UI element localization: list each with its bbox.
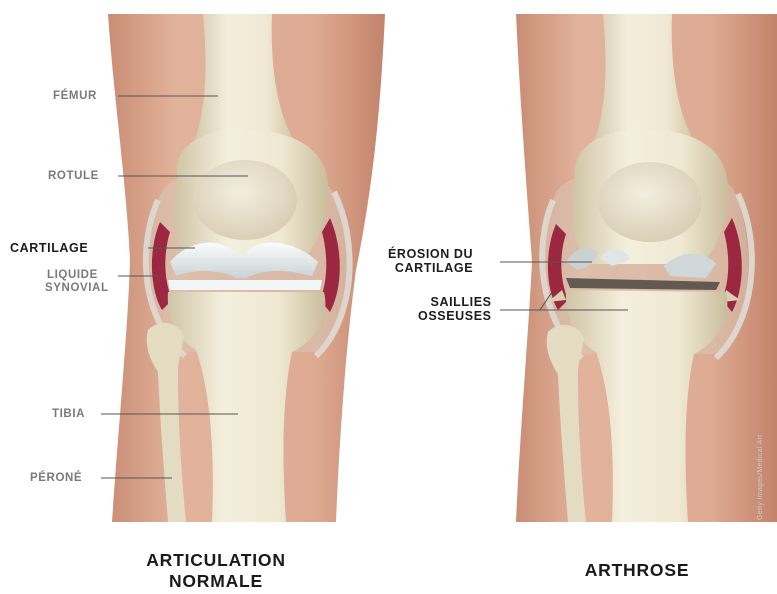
label-liquide-line2: SYNOVIAL	[45, 282, 109, 295]
caption-arthrose: ARTHROSE	[548, 560, 726, 581]
label-cartilage: CARTILAGE	[10, 241, 88, 255]
caption-normal-line2: NORMALE	[118, 571, 314, 592]
label-saillies-line1: SAILLIES	[418, 295, 492, 309]
label-saillies-osseuses: SAILLIES OSSEUSES	[418, 295, 492, 323]
caption-normal: ARTICULATION NORMALE	[118, 550, 314, 592]
label-tibia: TIBIA	[52, 408, 85, 421]
label-femur: FÉMUR	[53, 90, 97, 103]
arthrosis-knee-illustration	[516, 14, 777, 522]
image-credit: Getty Images/Medical Art	[757, 435, 764, 520]
label-rotule: ROTULE	[48, 170, 99, 183]
label-liquide-line1: LIQUIDE	[47, 269, 109, 282]
caption-normal-line1: ARTICULATION	[118, 550, 314, 571]
label-erosion-line2: CARTILAGE	[388, 261, 473, 275]
label-erosion-line1: ÉROSION DU	[388, 247, 473, 261]
label-saillies-line2: OSSEUSES	[418, 309, 492, 323]
label-liquide-synovial: LIQUIDE SYNOVIAL	[47, 269, 109, 295]
label-erosion-cartilage: ÉROSION DU CARTILAGE	[388, 247, 473, 275]
normal-knee-illustration	[108, 14, 385, 522]
label-perone: PÉRONÉ	[30, 472, 82, 485]
